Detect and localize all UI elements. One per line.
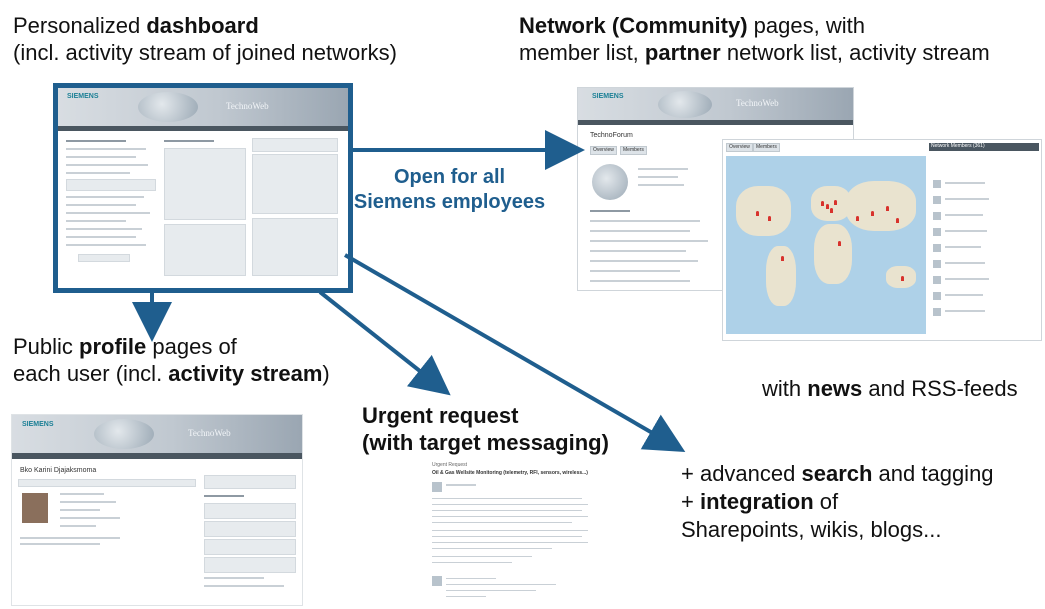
- network-caption-line2-pre: member list,: [519, 40, 645, 65]
- network-caption-line2-post: network list, activity stream: [720, 40, 990, 65]
- profile-logo: SIEMENS: [22, 421, 54, 428]
- news-caption: with news and RSS-feeds: [762, 375, 1018, 402]
- open-label-line2: Siemens employees: [353, 191, 546, 213]
- dashboard-logo: SIEMENS: [67, 93, 99, 100]
- news-caption-bold: news: [807, 376, 863, 401]
- members-header-bar: Network Members (361): [929, 143, 1039, 151]
- members-map-screenshot: Overview Members Network Members (361): [723, 140, 1041, 340]
- dashboard-caption-bold: dashboard: [146, 13, 259, 38]
- integration-caption-pre: +: [681, 489, 700, 514]
- search-caption-pre: + advanced: [681, 461, 802, 486]
- urgent-request-title: Oil & Gas Wellsite Monitoring (telemetry…: [432, 470, 588, 476]
- urgent-caption-line2: (with target messaging): [362, 430, 609, 455]
- members-tab-overview[interactable]: Overview: [726, 143, 753, 152]
- open-label: Open for all Siemens employees: [327, 165, 572, 215]
- profile-caption-pre: Public: [13, 334, 80, 359]
- integration-caption-post: of: [813, 489, 839, 514]
- profile-caption-bold2: activity stream: [168, 361, 323, 386]
- members-tab-members[interactable]: Members: [753, 143, 780, 152]
- dashboard-header: SIEMENS TechnoWeb: [58, 88, 348, 126]
- tab-members[interactable]: Members: [620, 146, 647, 155]
- network-header: SIEMENS TechnoWeb: [578, 88, 853, 120]
- dashboard-caption: Personalized dashboard (incl. activity s…: [13, 12, 397, 66]
- network-globe: [658, 91, 712, 118]
- search-caption-bold: search: [801, 461, 873, 486]
- profile-photo: [22, 493, 48, 523]
- arrow-to-urgent: [318, 290, 451, 396]
- urgent-caption: Urgent request (with target messaging): [362, 402, 609, 456]
- world-map[interactable]: [726, 156, 926, 334]
- network-caption-partner: partner: [644, 40, 721, 65]
- profile-name: Bko Karini Djajaksmoma: [20, 467, 97, 474]
- profile-brand: TechnoWeb: [188, 428, 231, 438]
- network-brand: TechnoWeb: [736, 98, 779, 108]
- profile-header: SIEMENS TechnoWeb: [12, 415, 302, 453]
- search-integration-caption: + advanced search and tagging + integrat…: [681, 460, 994, 544]
- dashboard-caption-text: Personalized: [13, 13, 147, 38]
- urgent-caption-line1: Urgent request: [362, 403, 519, 428]
- news-caption-post: and RSS-feeds: [862, 376, 1018, 401]
- urgent-request-label: Urgent Request: [432, 462, 468, 468]
- globe-graphic: [138, 92, 198, 122]
- network-caption: Network (Community) pages, with member l…: [519, 12, 990, 66]
- news-caption-pre: with: [762, 376, 808, 401]
- open-label-line1: Open for all: [393, 166, 506, 188]
- urgent-request-screenshot: Urgent Request Oil & Gas Wellsite Monito…: [428, 460, 593, 608]
- arrow-to-search: [343, 253, 686, 453]
- network-caption-bold: Network (Community): [519, 13, 748, 38]
- members-header: Network Members (361): [931, 143, 985, 149]
- profile-caption-line2-pre: each user (incl.: [13, 361, 169, 386]
- tab-overview[interactable]: Overview: [590, 146, 617, 155]
- dashboard-caption-line2: (incl. activity stream of joined network…: [13, 40, 397, 65]
- network-title: TechnoForum: [590, 132, 633, 139]
- dashboard-brand: TechnoWeb: [226, 101, 269, 111]
- network-caption-text: pages, with: [747, 13, 865, 38]
- integration-caption-bold: integration: [699, 489, 814, 514]
- dashboard-screenshot: SIEMENS TechnoWeb: [53, 83, 353, 293]
- search-caption-post: and tagging: [872, 461, 994, 486]
- profile-caption-line2-post: ): [322, 361, 330, 386]
- integration-caption-line3: Sharepoints, wikis, blogs...: [681, 517, 942, 542]
- dashboard-navbar: [58, 126, 348, 131]
- profile-screenshot: SIEMENS TechnoWeb Bko Karini Djajaksmoma: [12, 415, 302, 605]
- network-logo: SIEMENS: [592, 93, 624, 100]
